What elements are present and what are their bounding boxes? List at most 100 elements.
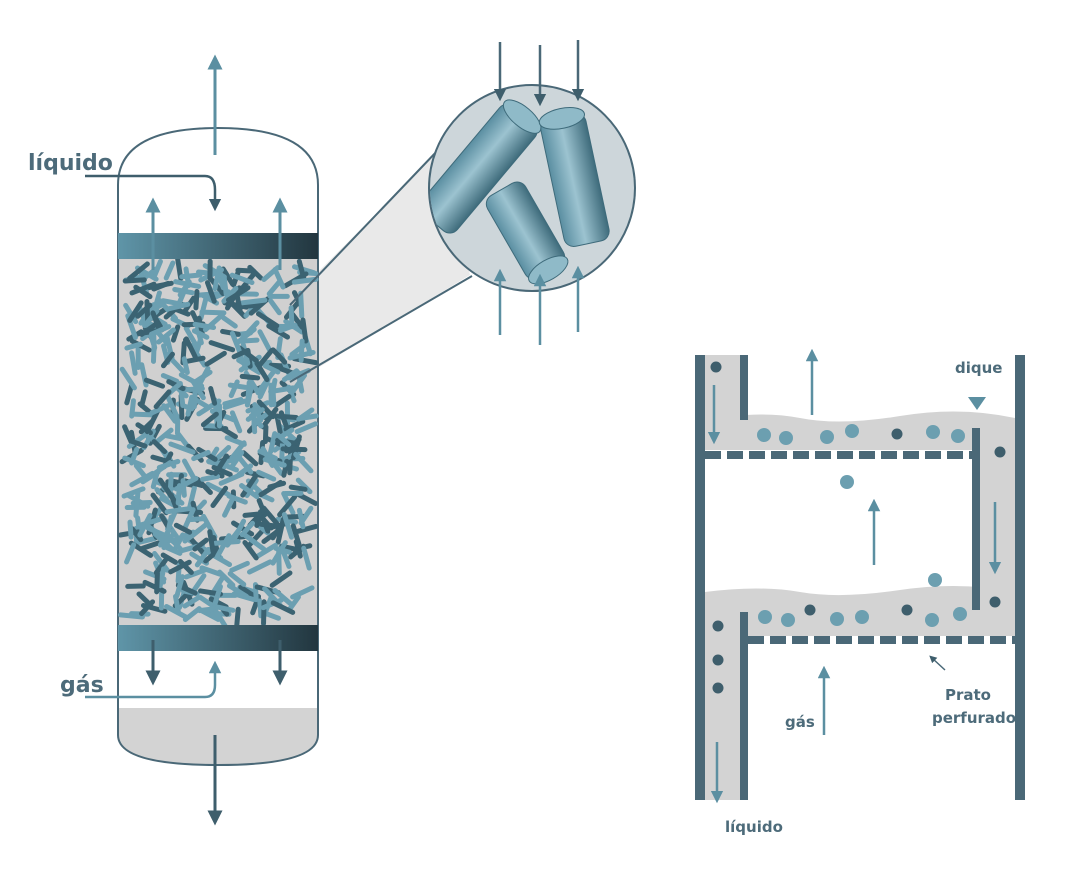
packing-ring — [288, 305, 295, 328]
packing-ring — [237, 345, 259, 364]
packing-ring — [280, 446, 308, 453]
packing-ring — [239, 373, 261, 381]
packing-ring — [133, 463, 149, 481]
packing-ring — [185, 355, 206, 364]
packing-ring — [278, 410, 289, 429]
packing-ring — [242, 511, 263, 518]
packing-ring — [150, 310, 161, 330]
packing-ring — [143, 377, 166, 389]
packing-ring — [270, 600, 296, 615]
right-wall — [1015, 355, 1025, 800]
packing-ring — [246, 559, 273, 575]
packing-ring — [262, 363, 281, 375]
zoom-cone — [290, 150, 470, 385]
bubble — [989, 596, 1001, 608]
packing-ring — [191, 389, 198, 410]
packing-ring — [296, 507, 306, 530]
packing-ring — [295, 477, 313, 495]
packing-ring — [221, 276, 229, 297]
weir-pointer-icon — [968, 397, 986, 410]
packing-ring — [291, 356, 319, 366]
packing-ring — [277, 494, 298, 518]
packing-ring — [194, 547, 211, 568]
bubble — [781, 613, 795, 627]
column-shell — [117, 126, 319, 767]
packing-ring — [272, 587, 294, 607]
packing-ring — [300, 317, 309, 344]
packing-ring — [163, 604, 190, 621]
packing-ring — [231, 520, 255, 537]
packing-ring — [186, 485, 197, 512]
bubble — [926, 425, 940, 439]
packing-ring — [210, 485, 229, 509]
packing-ring — [214, 533, 232, 559]
packing-ring — [270, 540, 288, 566]
packing-ring — [121, 486, 146, 499]
zoom-line-top — [289, 147, 441, 306]
liquid-label-tray: líquido — [725, 818, 783, 836]
packing-ring — [257, 348, 275, 368]
packing-ring — [193, 337, 203, 358]
packing-ring — [196, 606, 217, 614]
packing-ring — [128, 438, 148, 449]
packing-ring — [200, 411, 219, 428]
packing-ring — [221, 285, 239, 304]
packing-ring — [269, 570, 293, 588]
bubble — [855, 610, 869, 624]
packing-ring — [258, 479, 283, 498]
packing-ring — [281, 368, 300, 383]
packing-ring — [227, 571, 247, 587]
packing-ring — [136, 591, 154, 608]
packing-ring — [208, 340, 236, 353]
plate-label-line1: Prato — [945, 686, 991, 704]
packing-ring — [286, 594, 301, 613]
bubble — [712, 620, 724, 632]
packing-ring — [129, 350, 138, 376]
packing-ring — [257, 598, 264, 619]
packing-ring — [140, 540, 161, 551]
packing-ring — [181, 356, 190, 375]
packing-ring — [242, 532, 267, 552]
packing-ring — [236, 454, 254, 475]
packing-ring — [151, 439, 168, 455]
packing-ring — [229, 410, 243, 434]
packing-ring — [222, 495, 236, 518]
bubble — [758, 610, 772, 624]
packing-ring — [268, 431, 278, 455]
packing-ring — [242, 540, 259, 561]
packing-ring — [266, 279, 282, 297]
packing-ring — [124, 542, 137, 565]
liquid-inlet-line — [85, 174, 222, 212]
packing-ring — [148, 324, 172, 337]
packing-ring — [163, 260, 176, 281]
bubble — [891, 428, 903, 440]
weir-right — [972, 428, 980, 610]
packing-ring — [229, 272, 255, 286]
weir-lower-left — [740, 612, 748, 800]
packing-ring — [229, 440, 247, 461]
gas-label-tray: gás — [785, 713, 815, 731]
packing-ring — [260, 406, 279, 430]
packing-ring — [133, 489, 141, 518]
packing-ring — [129, 281, 157, 296]
packing-ring — [212, 584, 223, 607]
packing-ring — [203, 549, 220, 564]
packing-ring — [286, 384, 297, 404]
packing-ring — [256, 399, 276, 420]
tray-column: dique gás Prato perfurado líquido — [695, 348, 1025, 836]
packing-ring — [164, 392, 180, 419]
packing-ring — [174, 574, 185, 599]
packing-ring — [198, 295, 209, 321]
packing-ring — [193, 288, 200, 311]
bubble — [901, 604, 913, 616]
packing-ring — [173, 593, 181, 615]
packing-ring — [270, 387, 277, 407]
packing-ring — [182, 595, 201, 609]
packing-ring — [152, 531, 175, 552]
packing-ring — [150, 492, 169, 516]
packing-ring — [191, 379, 206, 401]
packing-ring — [293, 451, 314, 474]
packing-ring — [170, 324, 181, 343]
gas-label: gás — [60, 673, 104, 698]
packing-ring — [200, 473, 221, 482]
